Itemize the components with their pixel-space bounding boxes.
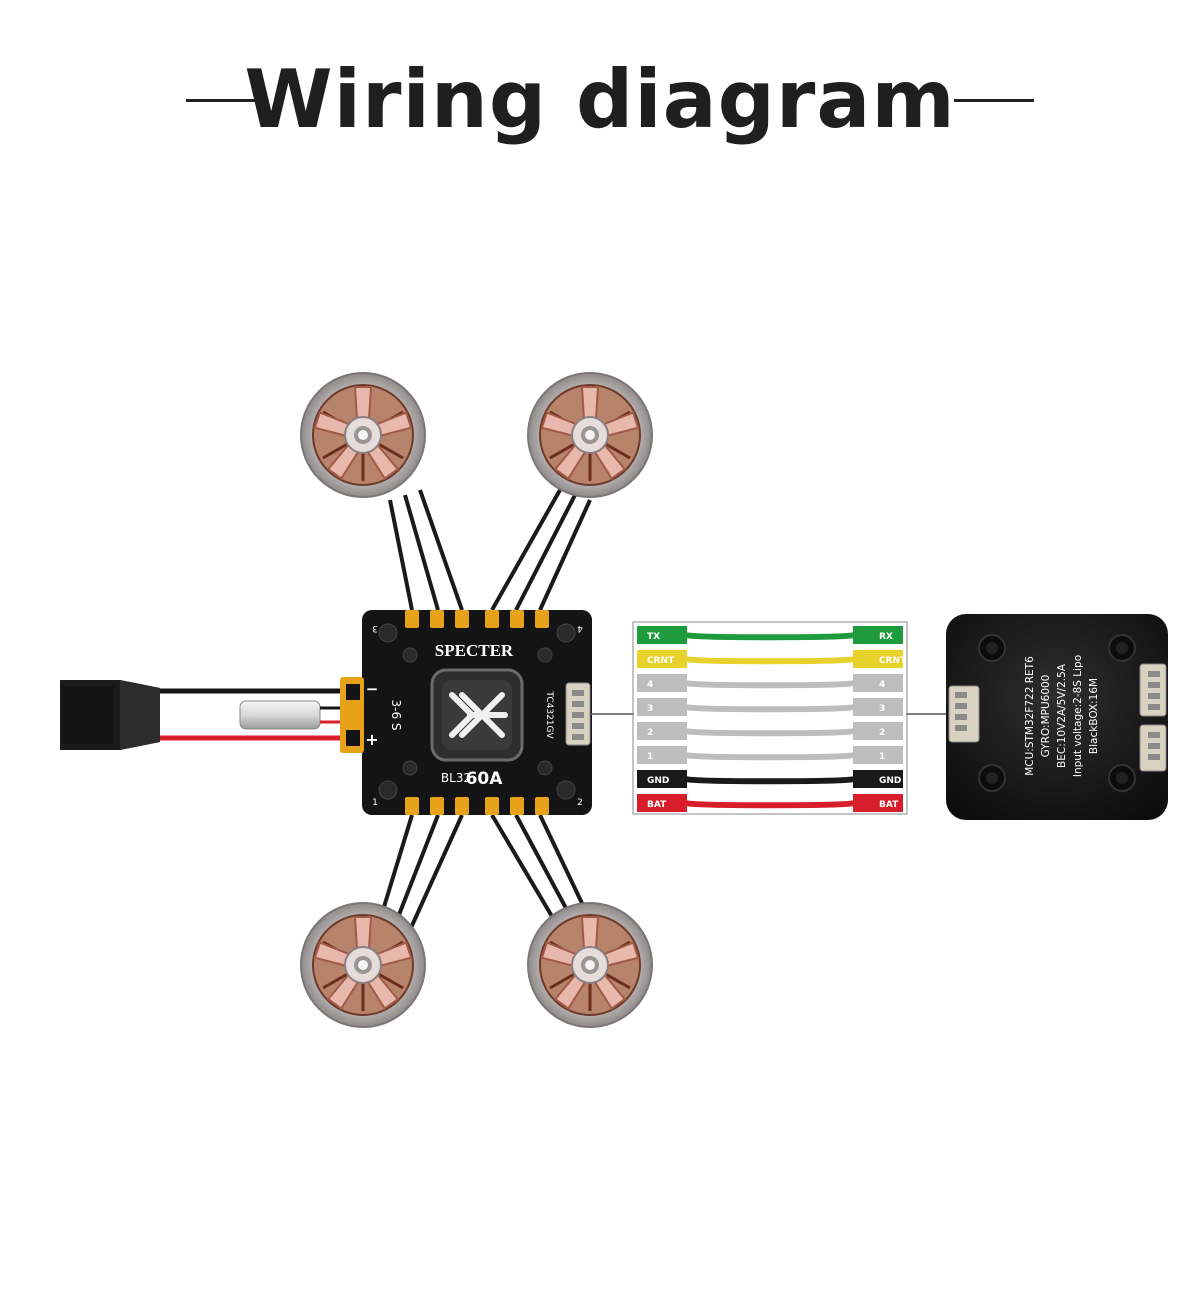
flight-controller: [946, 614, 1168, 820]
wire-label-left: CRNT: [647, 656, 675, 666]
wire-label-left: GND: [647, 776, 669, 786]
motor-top-right-icon: [526, 371, 654, 499]
title-right-rule: [954, 99, 1034, 102]
wire-tab-left: [637, 698, 687, 716]
esc-motor-number-4: 4: [577, 623, 583, 633]
wire: [684, 800, 856, 809]
fc-spec-gyro: GYRO:MPU6000: [1040, 675, 1052, 758]
wire-tab-left: [637, 674, 687, 692]
wire-row: BAT BAT: [637, 794, 903, 812]
wire-label-right: 2: [879, 728, 885, 738]
wire-tab-right: [853, 626, 903, 644]
title-left-rule: [186, 99, 266, 102]
wire: [684, 752, 856, 761]
wire-row: TX RX: [637, 626, 903, 644]
wire-tab-right: [853, 698, 903, 716]
wire-label-right: 4: [879, 680, 885, 690]
fc-spec-mcu: MCU:STM32F722 RET6: [1024, 656, 1036, 776]
esc-model: BL32: [441, 771, 471, 785]
wire: [684, 632, 856, 641]
capacitor: [239, 700, 321, 730]
esc-connector-label: TC4321GV: [544, 690, 554, 739]
wire-tab-left: [637, 746, 687, 764]
fc-spec-input: Input voltage:2-8S Lipo: [1072, 655, 1084, 777]
fc-spec-text: MCU:STM32F722 RET6 GYRO:MPU6000 BEC:10V2…: [1024, 655, 1100, 777]
page-title: Wiring diagram: [244, 53, 956, 146]
wire-tab-right: [853, 770, 903, 788]
wire-label-right: 3: [879, 704, 885, 714]
wire-label-right: RX: [879, 632, 893, 642]
wire-label-left: 1: [647, 752, 653, 762]
wire-label-left: TX: [647, 632, 660, 642]
motor-bottom-right-icon: [526, 901, 654, 1029]
esc-motor-number-2: 2: [577, 798, 583, 808]
esc-board: [340, 610, 592, 815]
esc-minus-label: −: [366, 680, 379, 698]
wire-tab-left: [637, 770, 687, 788]
wire-row: GND GND: [637, 770, 903, 788]
wire: [684, 728, 856, 737]
wire-label-left: BAT: [647, 800, 667, 810]
wire-label-right: CRNT: [879, 656, 907, 666]
wire-label-left: 4: [647, 680, 653, 690]
motor-top-right-wires: [490, 489, 592, 611]
motor-bottom-left-wires: [378, 814, 464, 931]
motor-top-left-wires: [388, 489, 464, 611]
wire-tab-right: [853, 650, 903, 668]
wire: [684, 704, 856, 713]
esc-current: 60A: [466, 769, 504, 789]
wire-label-left: 2: [647, 728, 653, 738]
wire-tab-right: [853, 794, 903, 812]
esc-motor-number-3: 3: [372, 623, 378, 633]
fc-spec-bec: BEC:10V2A/5V/2.5A: [1056, 663, 1068, 768]
esc-plus-label: +: [365, 730, 378, 749]
wire-label-right: 1: [879, 752, 885, 762]
fc-spec-blackbox: BlackBOX:16M: [1088, 678, 1100, 754]
esc-motor-number-1: 1: [372, 798, 378, 808]
wire-tab-left: [637, 722, 687, 740]
wire: [684, 680, 856, 689]
wire-row: CRNT CRNT: [637, 650, 907, 668]
wire-tab-left: [637, 794, 687, 812]
motor-top-left-icon: [299, 371, 427, 499]
wire-tab-right: [853, 722, 903, 740]
wire: [684, 776, 856, 785]
esc-bottom-pads: [405, 797, 549, 815]
xt60-connector: [60, 680, 160, 750]
wire-tab-left: [637, 626, 687, 644]
wire-label-right: GND: [879, 776, 901, 786]
esc-logo-icon: [449, 692, 508, 738]
wire-label-right: BAT: [879, 800, 899, 810]
wire: [684, 656, 856, 665]
wire-tab-left: [637, 650, 687, 668]
wire-label-left: 3: [647, 704, 653, 714]
harness-outline: [632, 621, 908, 815]
esc-top-pads: [405, 610, 549, 628]
esc-brand: SPECTER: [435, 641, 514, 660]
esc-cell-range: 3-6 S: [389, 699, 403, 730]
motor-bottom-left-icon: [299, 901, 427, 1029]
wire-tab-right: [853, 674, 903, 692]
motor-bottom-right-wires: [490, 813, 592, 932]
wire-tab-right: [853, 746, 903, 764]
